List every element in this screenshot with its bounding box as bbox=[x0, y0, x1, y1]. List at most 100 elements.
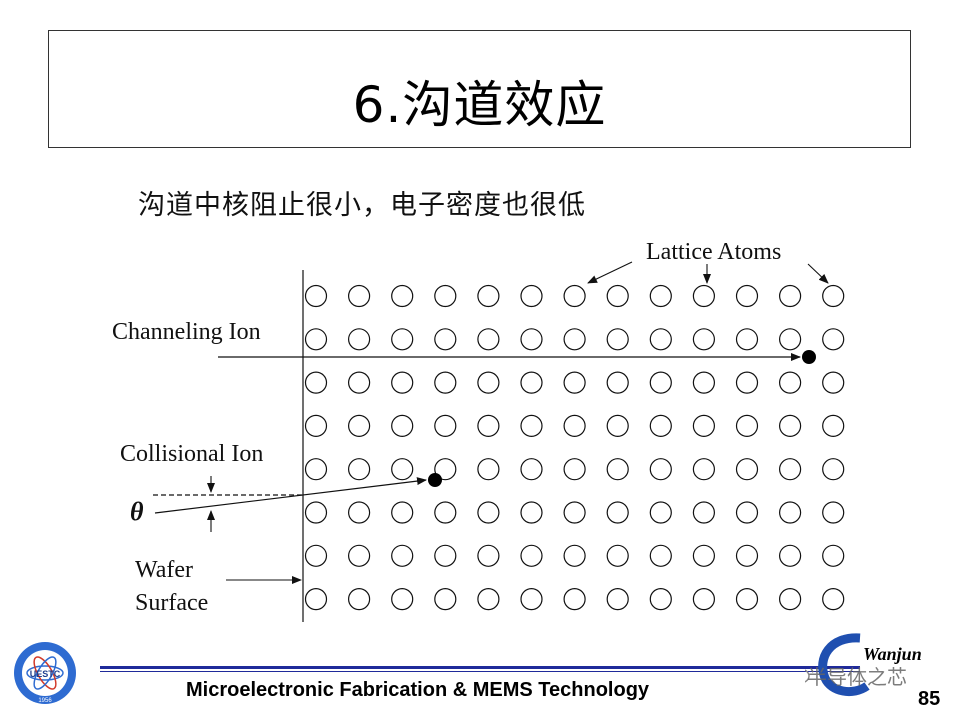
lattice-atom bbox=[606, 458, 629, 481]
lattice-arrow-right bbox=[807, 263, 829, 284]
lattice-atom bbox=[348, 371, 371, 394]
lattice-atom bbox=[649, 458, 672, 481]
lattice-atom bbox=[822, 414, 845, 437]
lattice-atom bbox=[692, 587, 716, 611]
lattice-atom bbox=[520, 587, 543, 611]
lattice-atom bbox=[822, 587, 845, 611]
lattice-atom bbox=[391, 458, 414, 481]
lattice-atom bbox=[434, 587, 457, 611]
lattice-atom bbox=[649, 284, 672, 308]
lattice-atom bbox=[391, 284, 414, 308]
lattice-atom bbox=[391, 414, 414, 437]
lattice-atom bbox=[735, 544, 759, 567]
lattice-atom bbox=[778, 501, 802, 524]
lattice-atom bbox=[649, 544, 672, 567]
lattice-atom bbox=[520, 284, 543, 308]
lattice-atom bbox=[304, 284, 328, 308]
lattice-atom bbox=[348, 501, 371, 524]
surface-label: Surface bbox=[135, 590, 208, 616]
lattice-atom bbox=[520, 458, 543, 481]
lattice-atom bbox=[348, 414, 371, 437]
lattice-atom bbox=[649, 414, 672, 437]
lattice-atom bbox=[348, 458, 371, 481]
lattice-atom bbox=[434, 284, 457, 308]
lattice-atom bbox=[434, 458, 457, 481]
lattice-atom bbox=[649, 328, 672, 351]
lattice-atom bbox=[391, 501, 414, 524]
lattice-atom bbox=[822, 284, 845, 308]
wechat-icon bbox=[805, 669, 810, 683]
collisional-ion-dot bbox=[428, 473, 442, 487]
lattice-atom bbox=[391, 587, 414, 611]
lattice-atom bbox=[477, 587, 500, 611]
lattice-atom bbox=[692, 544, 716, 567]
lattice-atom bbox=[563, 458, 586, 481]
lattice-atom bbox=[606, 544, 629, 567]
slide-title: 6.沟道效应 bbox=[352, 76, 607, 134]
lattice-atom bbox=[563, 587, 586, 611]
lattice-atom bbox=[391, 544, 414, 567]
lattice-atoms-label: Lattice Atoms bbox=[646, 239, 781, 265]
lattice-atom bbox=[477, 501, 500, 524]
lattice-atom bbox=[649, 371, 672, 394]
lattice-atom bbox=[391, 371, 414, 394]
lattice-atom bbox=[735, 371, 759, 394]
lattice-atom bbox=[822, 544, 845, 567]
collisional-ion-label: Collisional Ion bbox=[120, 441, 263, 467]
lattice-atom bbox=[778, 414, 802, 437]
lattice-atom bbox=[477, 414, 500, 437]
lattice-atom bbox=[778, 328, 802, 351]
university-logo: UESTC 1956 bbox=[14, 642, 76, 704]
lattice-atom bbox=[778, 544, 802, 567]
lattice-atoms-grid bbox=[304, 284, 845, 611]
lattice-atom bbox=[477, 458, 500, 481]
lattice-atom bbox=[434, 501, 457, 524]
svg-text:1956: 1956 bbox=[38, 698, 52, 704]
lattice-atom bbox=[563, 501, 586, 524]
lattice-arrow-left bbox=[587, 261, 633, 284]
lattice-atom bbox=[735, 587, 759, 611]
lattice-atom bbox=[606, 328, 629, 351]
lattice-atom bbox=[304, 328, 328, 351]
lattice-atom bbox=[692, 458, 716, 481]
lattice-atom bbox=[304, 414, 328, 437]
lattice-atom bbox=[434, 371, 457, 394]
lattice-atom bbox=[822, 328, 845, 351]
lattice-atom bbox=[520, 371, 543, 394]
svg-text:UESTC: UESTC bbox=[30, 669, 61, 679]
lattice-atom bbox=[477, 371, 500, 394]
footer-rule-thin bbox=[100, 671, 860, 672]
lattice-atom bbox=[692, 328, 716, 351]
svg-text:Wanjun: Wanjun bbox=[863, 644, 922, 664]
lattice-atom bbox=[563, 284, 586, 308]
lattice-atom bbox=[735, 458, 759, 481]
lattice-atom bbox=[304, 371, 328, 394]
title-box: 6.沟道效应 bbox=[48, 30, 911, 148]
collisional-ion-path bbox=[154, 477, 427, 514]
lattice-atom bbox=[606, 501, 629, 524]
lattice-atom bbox=[520, 544, 543, 567]
lattice-atom bbox=[735, 328, 759, 351]
page-number: 85 bbox=[918, 688, 941, 710]
lattice-atom bbox=[434, 414, 457, 437]
wafer-label: Wafer bbox=[135, 557, 193, 583]
lattice-atom bbox=[563, 328, 586, 351]
footer-rule-thick bbox=[100, 666, 860, 669]
lattice-atom bbox=[778, 458, 802, 481]
lattice-atom bbox=[348, 544, 371, 567]
lattice-atom bbox=[606, 284, 629, 308]
lattice-atom bbox=[563, 544, 586, 567]
lattice-atom bbox=[563, 371, 586, 394]
channeling-ion-dot bbox=[802, 350, 816, 364]
lattice-atom bbox=[434, 544, 457, 567]
lattice-atom bbox=[304, 458, 328, 481]
lattice-atom bbox=[778, 371, 802, 394]
lattice-atom bbox=[778, 587, 802, 611]
lattice-atom bbox=[735, 501, 759, 524]
lattice-atom bbox=[520, 414, 543, 437]
lattice-atom bbox=[520, 328, 543, 351]
theta-label: θ bbox=[130, 497, 144, 526]
lattice-atom bbox=[606, 371, 629, 394]
lattice-atom bbox=[649, 501, 672, 524]
